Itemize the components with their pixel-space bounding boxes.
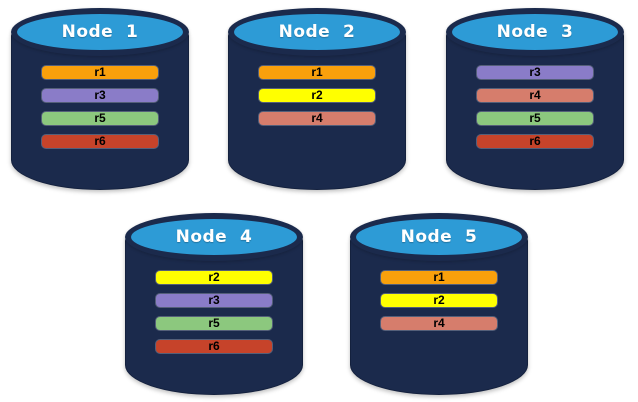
replica-list: r1 r2 r4 bbox=[259, 66, 375, 125]
cylinder-body bbox=[11, 32, 189, 190]
replica-label: r1 bbox=[94, 65, 106, 79]
cylinder-top: Node 2 bbox=[228, 8, 406, 56]
cylinder-top: Node 4 bbox=[125, 213, 303, 261]
cylinder-top: Node 5 bbox=[350, 213, 528, 261]
replica-label: r1 bbox=[311, 65, 323, 79]
replica-label: r6 bbox=[208, 339, 220, 353]
replica-list: r3 r4 r5 r6 bbox=[477, 66, 593, 148]
cylinder-body bbox=[350, 237, 528, 395]
cylinder-top: Node 1 bbox=[11, 8, 189, 56]
replica-bar: r6 bbox=[42, 135, 158, 148]
replica-label: r4 bbox=[433, 316, 445, 330]
node-2-cylinder: Node 2 r1 r2 r4 bbox=[228, 8, 406, 190]
replica-bar: r2 bbox=[259, 89, 375, 102]
cylinder-body bbox=[125, 237, 303, 395]
node-title: Node 3 bbox=[496, 22, 574, 42]
node-title: Node 5 bbox=[400, 227, 478, 247]
cylinder-top: Node 3 bbox=[446, 8, 624, 56]
cylinder-body bbox=[228, 32, 406, 190]
node-1-cylinder: Node 1 r1 r3 r5 r6 bbox=[11, 8, 189, 190]
replica-bar: r4 bbox=[477, 89, 593, 102]
replica-label: r5 bbox=[529, 111, 541, 125]
node-title: Node 2 bbox=[278, 22, 356, 42]
node-5-cylinder: Node 5 r1 r2 r4 bbox=[350, 213, 528, 395]
replica-bar: r3 bbox=[477, 66, 593, 79]
replica-label: r4 bbox=[311, 111, 323, 125]
replica-label: r3 bbox=[529, 65, 541, 79]
replica-label: r6 bbox=[529, 134, 541, 148]
replica-bar: r5 bbox=[42, 112, 158, 125]
replica-label: r5 bbox=[208, 316, 220, 330]
replica-label: r4 bbox=[529, 88, 541, 102]
replica-list: r2 r3 r5 r6 bbox=[156, 271, 272, 353]
node-title: Node 4 bbox=[175, 227, 253, 247]
replica-bar: r1 bbox=[42, 66, 158, 79]
replica-label: r6 bbox=[94, 134, 106, 148]
replica-bar: r3 bbox=[156, 294, 272, 307]
replica-label: r2 bbox=[311, 88, 323, 102]
replica-bar: r1 bbox=[259, 66, 375, 79]
replica-bar: r4 bbox=[381, 317, 497, 330]
node-3-cylinder: Node 3 r3 r4 r5 r6 bbox=[446, 8, 624, 190]
replica-bar: r5 bbox=[477, 112, 593, 125]
node-title: Node 1 bbox=[61, 22, 139, 42]
cylinder-body bbox=[446, 32, 624, 190]
replica-bar: r3 bbox=[42, 89, 158, 102]
replica-bar: r6 bbox=[156, 340, 272, 353]
replica-label: r2 bbox=[433, 293, 445, 307]
replica-bar: r2 bbox=[381, 294, 497, 307]
replica-label: r5 bbox=[94, 111, 106, 125]
node-4-cylinder: Node 4 r2 r3 r5 r6 bbox=[125, 213, 303, 395]
replica-label: r3 bbox=[208, 293, 220, 307]
replica-bar: r2 bbox=[156, 271, 272, 284]
replica-bar: r6 bbox=[477, 135, 593, 148]
replica-bar: r1 bbox=[381, 271, 497, 284]
replica-list: r1 r3 r5 r6 bbox=[42, 66, 158, 148]
replica-list: r1 r2 r4 bbox=[381, 271, 497, 330]
replica-bar: r5 bbox=[156, 317, 272, 330]
replica-label: r3 bbox=[94, 88, 106, 102]
replica-label: r1 bbox=[433, 270, 445, 284]
replica-bar: r4 bbox=[259, 112, 375, 125]
replica-label: r2 bbox=[208, 270, 220, 284]
